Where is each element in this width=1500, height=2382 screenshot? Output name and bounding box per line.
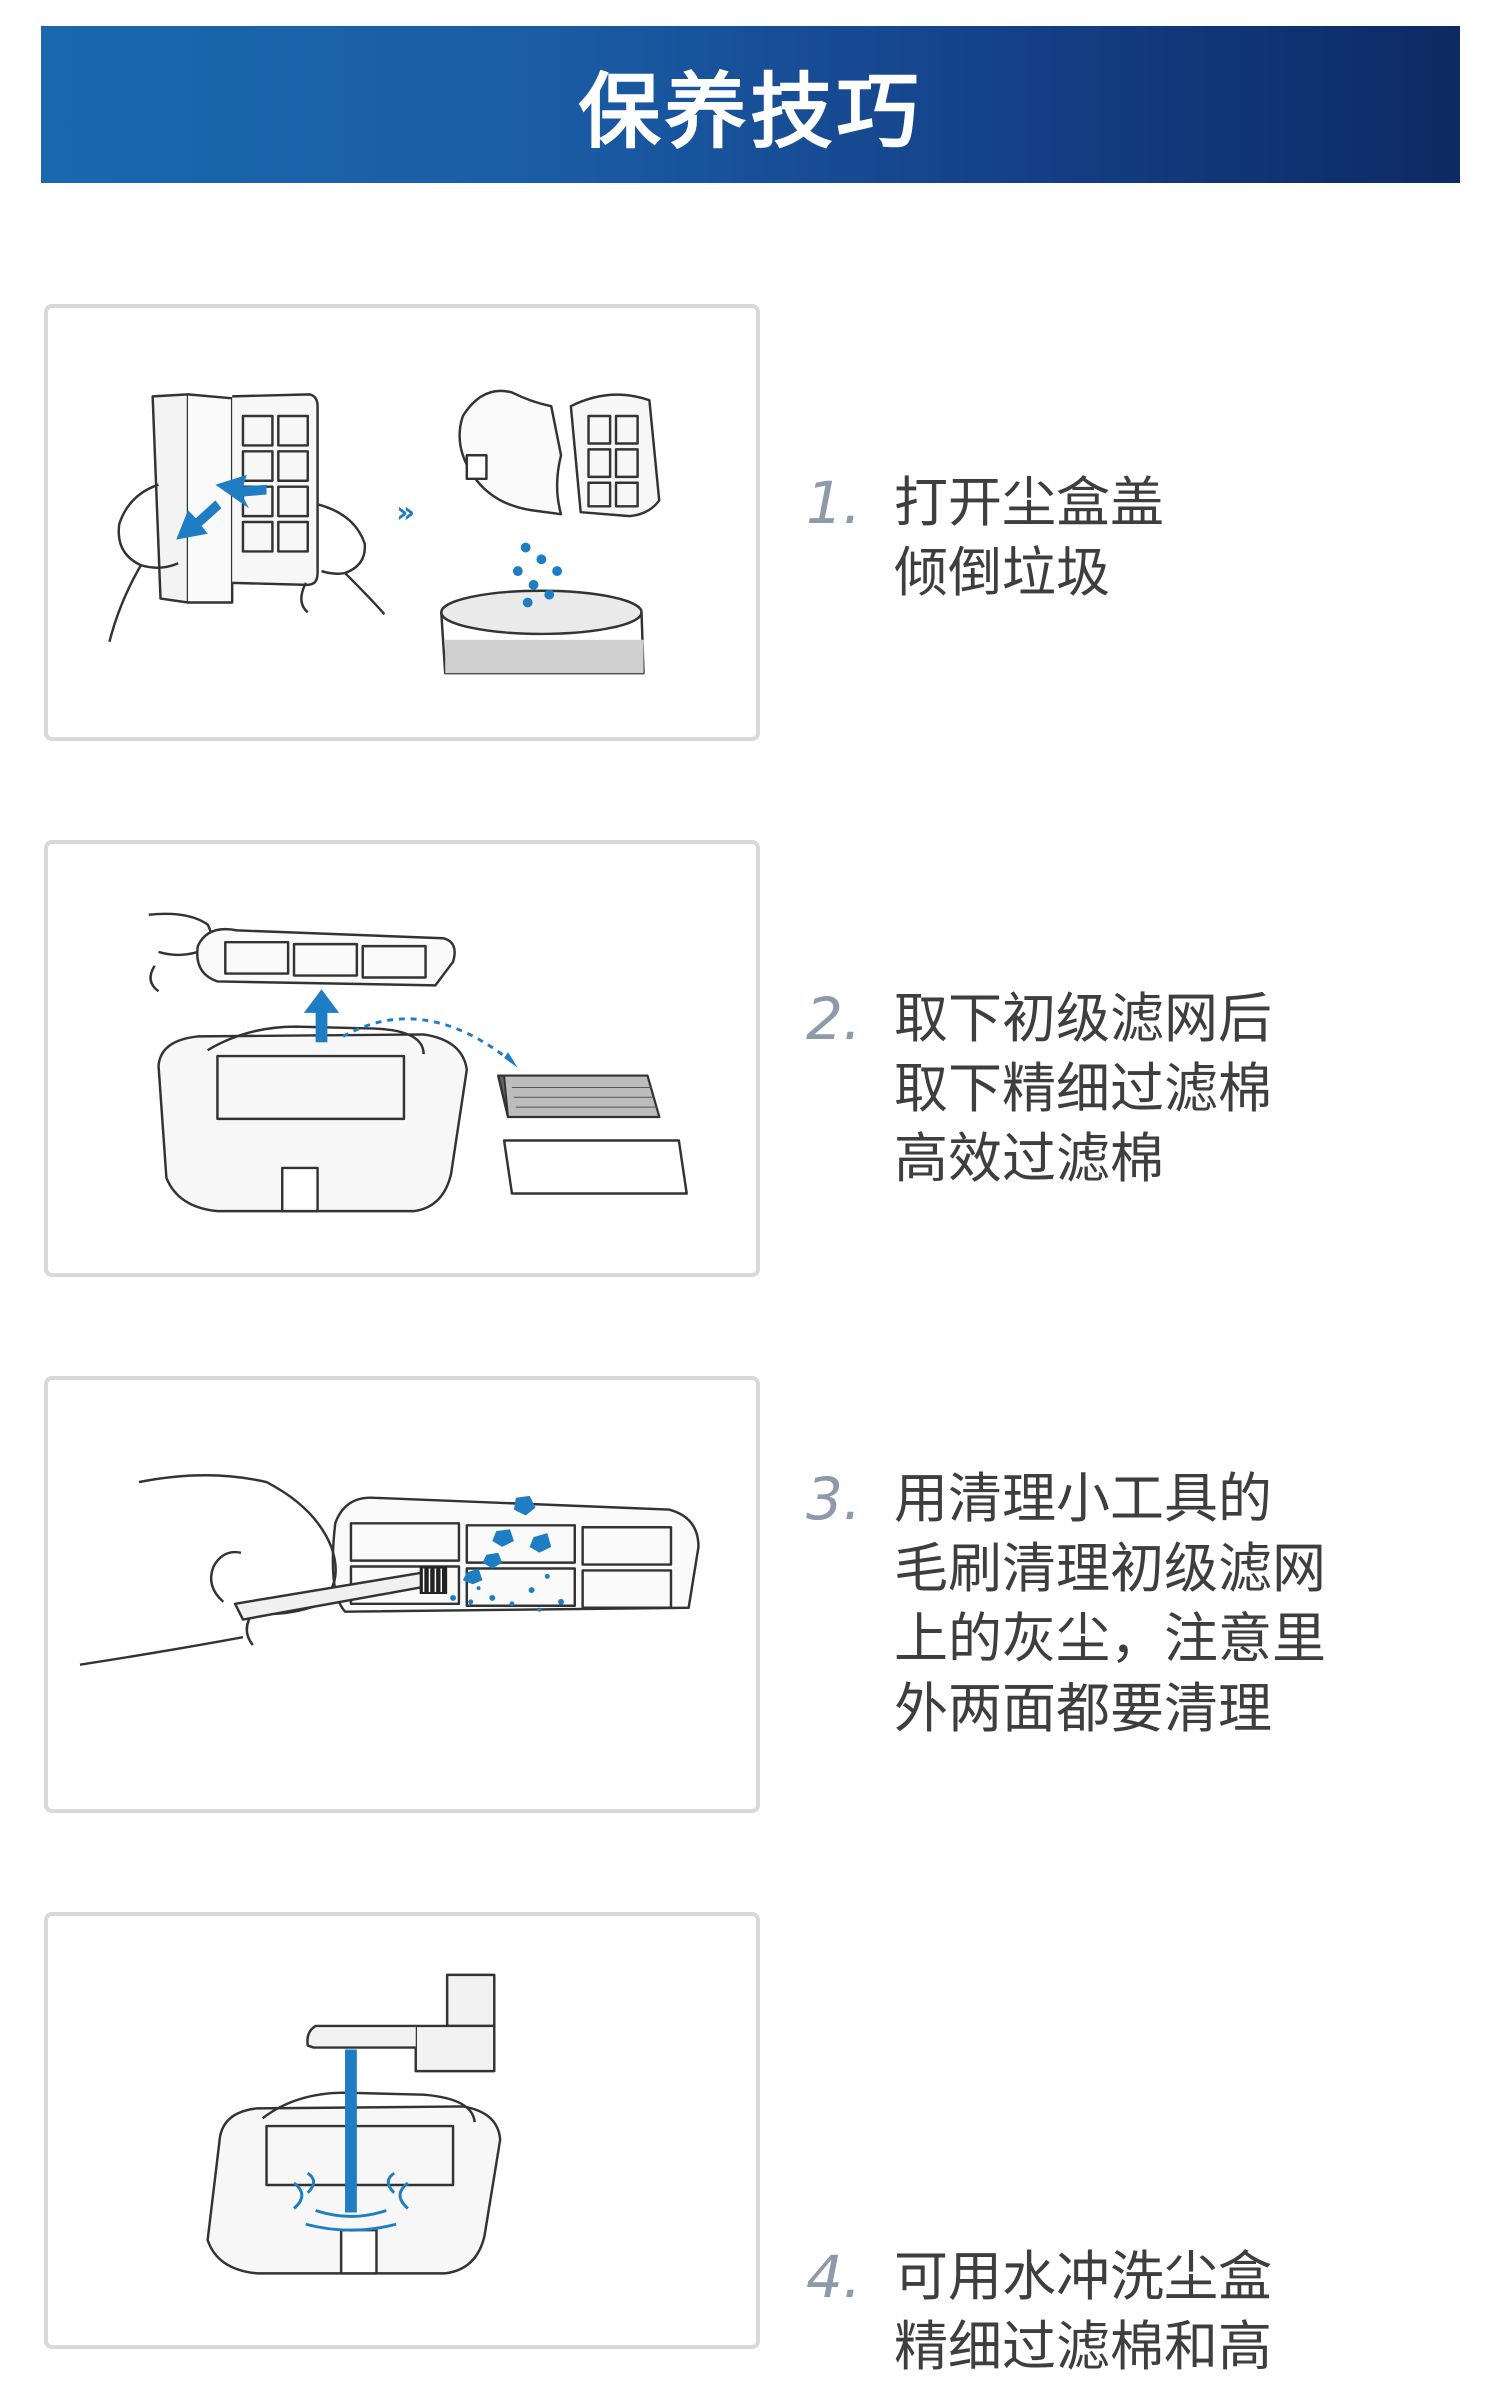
- arrow-up-icon: [303, 989, 340, 1043]
- water-stream: [345, 2049, 357, 2213]
- step-3-illustration-card: [44, 1376, 760, 1813]
- debris-dots: [512, 542, 563, 608]
- rinse-dustbin-illustration: [206, 1973, 502, 2275]
- step-3-line-4: 外两面都要清理: [894, 1677, 1272, 1740]
- step-2-line-3: 高效过滤棉: [894, 1127, 1164, 1190]
- step-2-number: 2.: [806, 985, 862, 1053]
- step-4-line-2: 精细过滤棉和高: [894, 2315, 1272, 2378]
- remove-filters-illustration: [148, 912, 688, 1213]
- step-3-line-3: 上的灰尘，注意里: [894, 1607, 1326, 1670]
- step-1-line-1: 打开尘盒盖: [894, 471, 1164, 534]
- step-2-line-1: 取下初级滤网后: [894, 987, 1272, 1050]
- step-1-line-2: 倾倒垃圾: [894, 541, 1110, 604]
- svg-text:»: »: [396, 495, 415, 529]
- page-title: 保养技巧: [578, 65, 923, 160]
- splash-lines: [293, 2171, 409, 2232]
- step-2-text: 取下初级滤网后 取下精细过滤棉 高效过滤棉: [894, 984, 1272, 1194]
- step-3-number: 3.: [806, 1465, 862, 1533]
- step-4-number: 4.: [806, 2243, 862, 2311]
- step-1-number: 1.: [806, 469, 862, 537]
- step-4-illustration-card: [44, 1912, 760, 2349]
- dashed-arrow-icon: [342, 1017, 513, 1064]
- step-1-illustration-card: »: [44, 304, 760, 741]
- step-3-text: 用清理小工具的 毛刷清理初级滤网 上的灰尘，注意里 外两面都要清理: [894, 1464, 1326, 1744]
- step-4-text: 可用水冲洗尘盒 精细过滤棉和高: [894, 2242, 1272, 2382]
- step-3-line-1: 用清理小工具的: [894, 1467, 1272, 1530]
- open-dustbin-illustration: »: [108, 389, 661, 675]
- step-1-text: 打开尘盒盖 倾倒垃圾: [894, 468, 1164, 608]
- brush-filter-illustration: [79, 1473, 700, 1666]
- step-2-illustration-card: [44, 840, 760, 1277]
- step-2-line-2: 取下精细过滤棉: [894, 1057, 1272, 1120]
- arrow-icon: [176, 474, 267, 540]
- step-3-line-2: 毛刷清理初级滤网: [894, 1537, 1326, 1600]
- step-4-line-1: 可用水冲洗尘盒: [894, 2245, 1272, 2308]
- fine-filter: [503, 1074, 661, 1118]
- page-header: 保养技巧: [41, 26, 1460, 183]
- dust-particles: [450, 1495, 564, 1612]
